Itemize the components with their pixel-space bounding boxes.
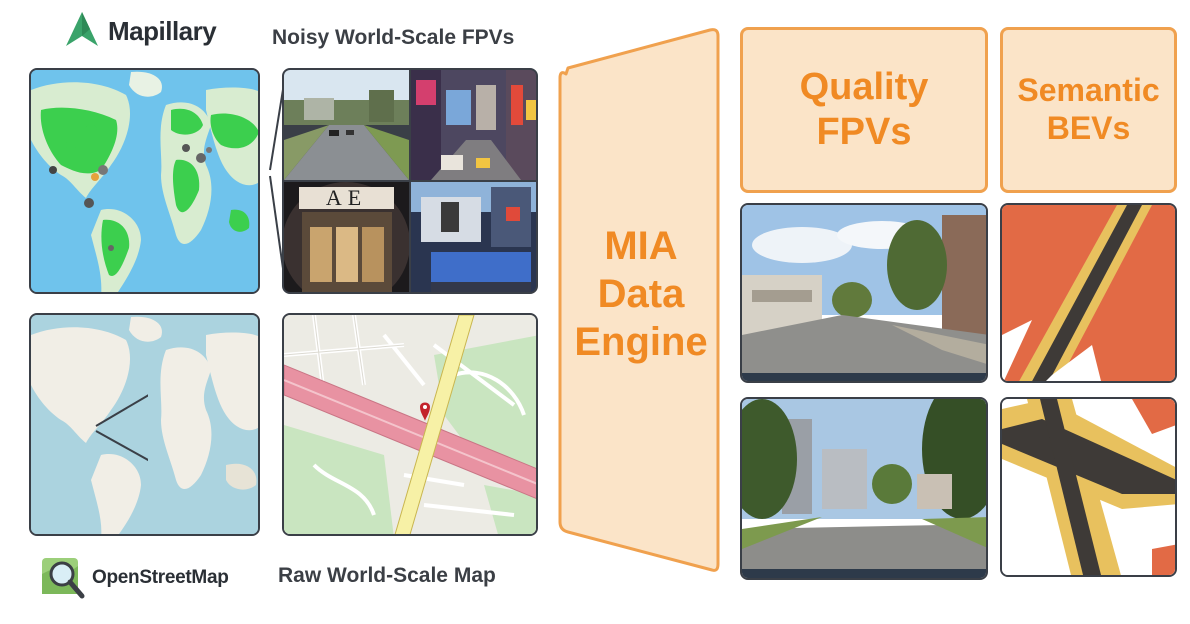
osm-world-map <box>29 313 260 536</box>
osm-logo: OpenStreetMap <box>40 554 260 600</box>
fpv-photo-times-square <box>411 70 536 180</box>
osm-street-map <box>282 313 538 536</box>
mapillary-heading: Noisy World-Scale FPVs <box>272 26 515 49</box>
osm-magnifier-icon <box>42 558 85 599</box>
data-engine-label-line1: MIA <box>604 224 678 268</box>
semantic-bevs-box: Semantic BEVs <box>1000 27 1177 193</box>
mapillary-callout-lines <box>269 70 287 291</box>
osm-heading: Raw World-Scale Map <box>278 564 496 587</box>
quality-fpv-photo-1 <box>740 203 988 383</box>
data-engine-shape <box>558 28 720 572</box>
osm-callout-lines <box>95 394 148 462</box>
mapillary-logo-icon <box>66 12 98 46</box>
mapillary-coverage-map <box>29 68 260 294</box>
data-engine-label: MIA Data Engine <box>556 222 726 366</box>
semantic-bev-map-2 <box>1000 397 1177 577</box>
storefront-sign-text: AE <box>325 185 368 210</box>
osm-logo-text: OpenStreetMap <box>92 567 229 588</box>
mapillary-fpv-grid: AE <box>282 68 538 294</box>
semantic-bevs-line2: BEVs <box>1046 110 1131 146</box>
map-pin-icon <box>420 402 430 421</box>
mapillary-logo: Mapillary <box>60 8 240 52</box>
quality-fpv-photo-2 <box>740 397 988 580</box>
semantic-bevs-line1: Semantic <box>1017 72 1160 109</box>
quality-fpvs-line2: FPVs <box>816 111 912 153</box>
quality-fpvs-box: Quality FPVs <box>740 27 988 193</box>
data-engine-label-line2: Data <box>597 272 685 316</box>
fpv-photo-billboard-street <box>411 182 536 292</box>
quality-fpvs-line1: Quality <box>799 66 929 109</box>
fpv-photo-suburban-road <box>284 70 409 180</box>
fpv-photo-storefront: AE <box>284 182 409 292</box>
semantic-bev-map-1 <box>1000 203 1177 383</box>
mapillary-logo-text: Mapillary <box>108 16 217 46</box>
data-engine-label-line3: Engine <box>574 320 708 364</box>
